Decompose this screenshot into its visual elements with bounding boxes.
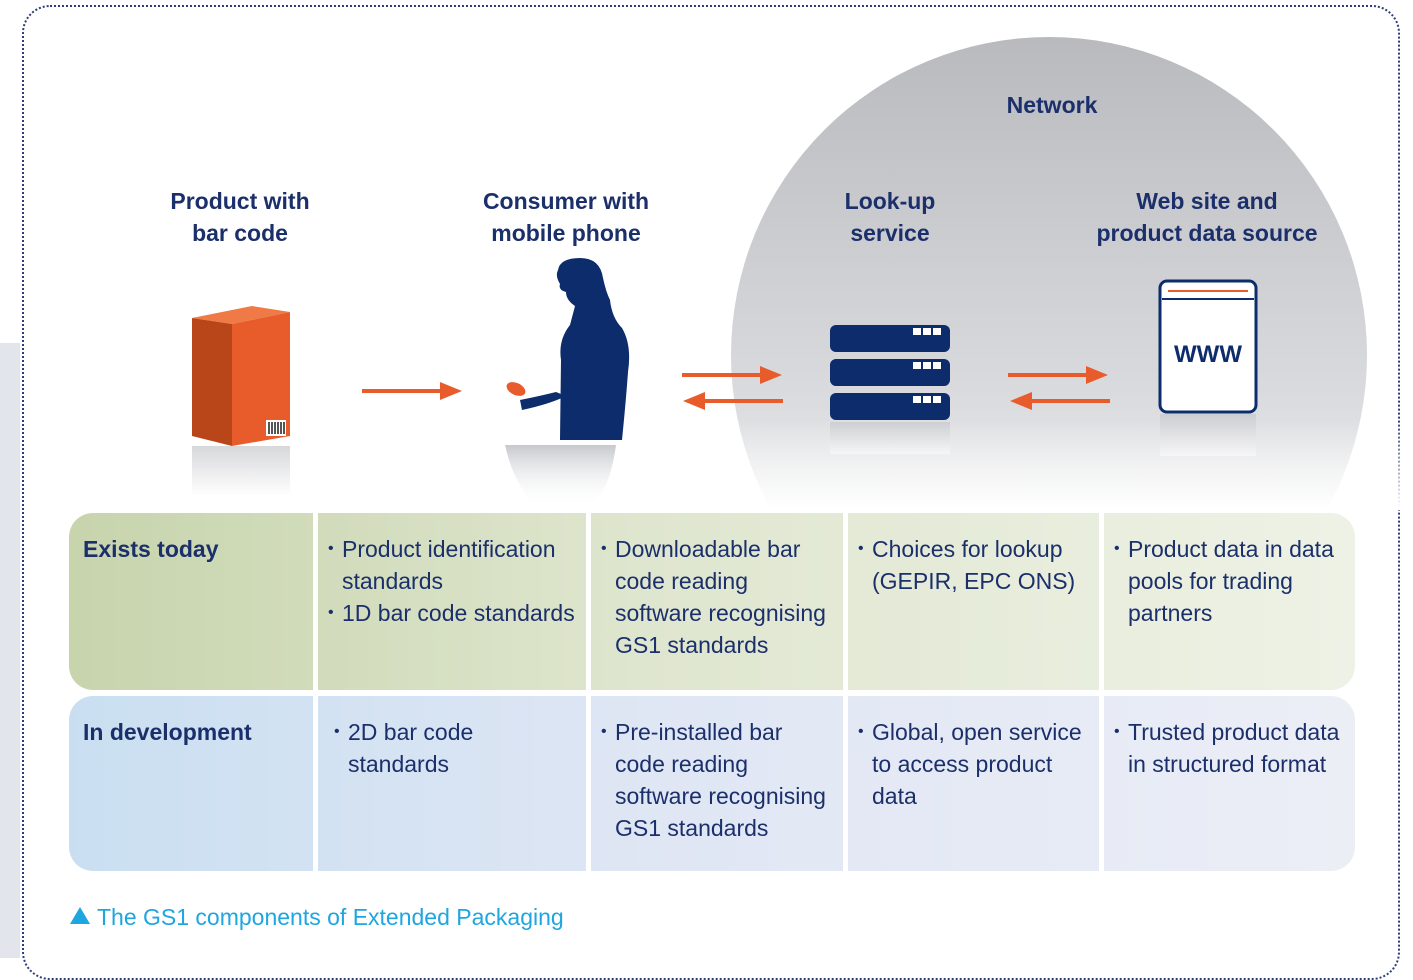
node-label-website: Web site and product data source <box>1096 188 1318 246</box>
table-row-exists-today: Exists today Product identification stan… <box>69 513 1355 690</box>
caption-text: The GS1 components of Extended Packaging <box>97 904 564 930</box>
triangle-icon <box>70 907 90 924</box>
bullet-item: Global, open service to access product d… <box>858 716 1093 812</box>
bullet-item: 2D bar code standards <box>334 716 580 780</box>
web-page-icon: WWW <box>1158 279 1258 456</box>
table-cell: Pre-installed bar code reading software … <box>591 696 848 871</box>
table-row-in-development: In development 2D bar code standards Pre… <box>69 696 1355 871</box>
bullet-item: Downloadable bar code reading software r… <box>601 533 837 661</box>
arrow-exchange-icon <box>682 366 783 410</box>
network-label: Network <box>1006 92 1098 118</box>
bullet-item: Product data in data pools for trading p… <box>1114 533 1349 629</box>
arrow-exchange-icon <box>1008 366 1110 410</box>
figure-caption: The GS1 components of Extended Packaging <box>70 902 564 932</box>
flow-scene: WWW <box>192 37 1400 510</box>
consumer-person-icon <box>505 258 630 508</box>
table-cell: Downloadable bar code reading software r… <box>591 513 848 690</box>
table-cell: 2D bar code standards <box>318 696 591 871</box>
bullet-item: Pre-installed bar code reading software … <box>601 716 837 844</box>
table-cell: Global, open service to access product d… <box>848 696 1104 871</box>
arrow-right-icon <box>362 382 462 400</box>
product-box-icon <box>192 306 290 496</box>
page-side-band <box>0 343 20 958</box>
bullet-item: Product identification standards <box>328 533 580 597</box>
node-label-product: Product with bar code <box>170 188 310 246</box>
web-box-text: WWW <box>1174 341 1242 368</box>
node-label-lookup: Look-up service <box>844 188 936 246</box>
row-header: Exists today <box>69 513 318 690</box>
table-cell: Choices for lookup (GEPIR, EPC ONS) <box>848 513 1104 690</box>
table-cell: Product data in data pools for trading p… <box>1104 513 1355 690</box>
node-label-consumer: Consumer with mobile phone <box>482 188 650 246</box>
bullet-item: Choices for lookup (GEPIR, EPC ONS) <box>858 533 1093 597</box>
table-cell: Product identification standards 1D bar … <box>318 513 591 690</box>
server-icon <box>830 325 950 454</box>
table-cell: Trusted product data in structured forma… <box>1104 696 1355 871</box>
bullet-item: Trusted product data in structured forma… <box>1114 716 1349 780</box>
row-header: In development <box>69 696 318 871</box>
bullet-item: 1D bar code standards <box>328 597 580 629</box>
